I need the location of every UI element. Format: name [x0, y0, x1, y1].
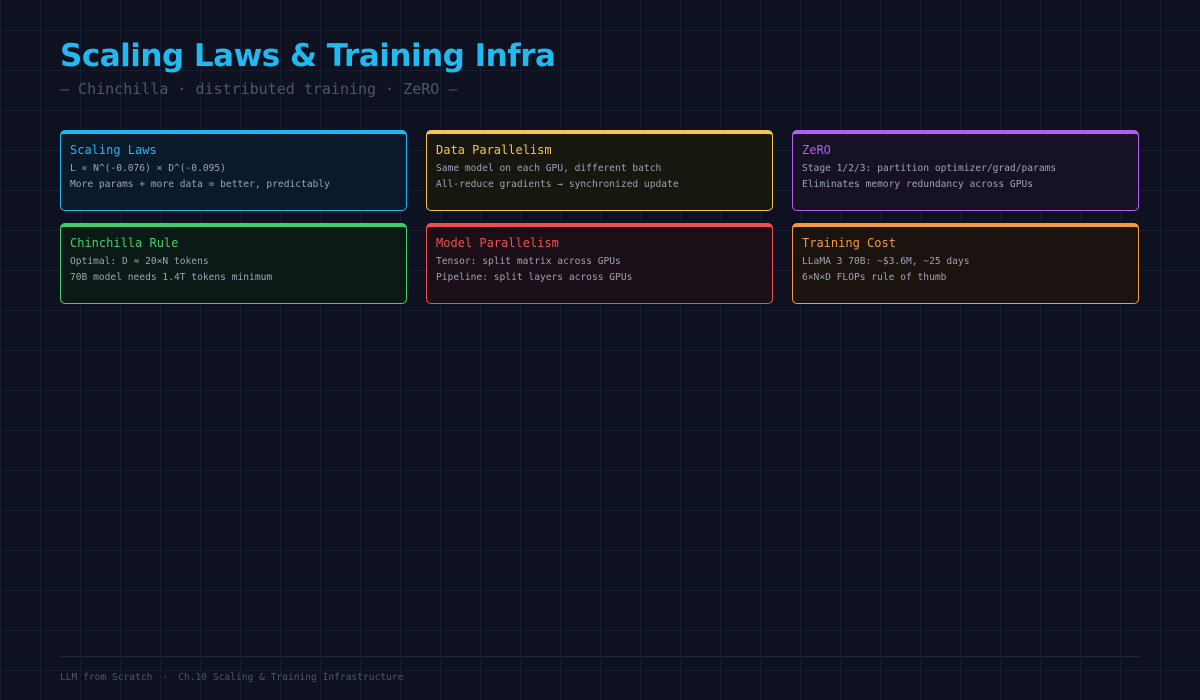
card-data-parallelism: Data Parallelism Same model on each GPU,… — [426, 130, 773, 211]
page-subtitle: — Chinchilla · distributed training · Ze… — [60, 80, 458, 98]
card-line: Tensor: split matrix across GPUs — [436, 256, 621, 267]
card-chinchilla-rule: Chinchilla Rule Optimal: D ≈ 20×N tokens… — [60, 223, 407, 304]
topic-card-grid: Scaling Laws L ∝ N^(-0.076) × D^(-0.095)… — [60, 130, 1140, 304]
card-model-parallelism: Model Parallelism Tensor: split matrix a… — [426, 223, 773, 304]
card-zero: ZeRO Stage 1/2/3: partition optimizer/gr… — [792, 130, 1139, 211]
card-training-cost: Training Cost LLaMA 3 70B: ~$3.6M, ~25 d… — [792, 223, 1139, 304]
card-line: Stage 1/2/3: partition optimizer/grad/pa… — [802, 163, 1057, 174]
card-line: All-reduce gradients → synchronized upda… — [436, 179, 679, 190]
card-line: L ∝ N^(-0.076) × D^(-0.095) — [70, 163, 226, 174]
card-line: Eliminates memory redundancy across GPUs — [802, 179, 1034, 190]
card-line: Pipeline: split layers across GPUs — [436, 272, 633, 283]
card-title: Data Parallelism — [436, 143, 552, 157]
card-line: LLaMA 3 70B: ~$3.6M, ~25 days — [802, 256, 970, 267]
footer-chapter: Ch.10 Scaling & Training Infrastructure — [178, 672, 404, 683]
page-title: Scaling Laws & Training Infra — [60, 38, 556, 74]
card-title: ZeRO — [802, 143, 831, 157]
card-title: Model Parallelism — [436, 236, 559, 250]
card-title: Training Cost — [802, 236, 896, 250]
card-line: Same model on each GPU, different batch — [436, 163, 662, 174]
card-title: Chinchilla Rule — [70, 236, 179, 250]
card-line: More params + more data = better, predic… — [70, 179, 330, 190]
footer-course: LLM from Scratch — [60, 672, 153, 683]
card-line: 6×N×D FLOPs rule of thumb — [802, 272, 947, 283]
card-line: Optimal: D ≈ 20×N tokens — [70, 256, 209, 267]
footer-divider — [60, 656, 1140, 657]
card-scaling-laws: Scaling Laws L ∝ N^(-0.076) × D^(-0.095)… — [60, 130, 407, 211]
card-line: 70B model needs 1.4T tokens minimum — [70, 272, 273, 283]
footer: LLM from Scratch · Ch.10 Scaling & Trainin… — [60, 671, 403, 685]
footer-separator: · — [162, 672, 169, 683]
card-title: Scaling Laws — [70, 143, 157, 157]
